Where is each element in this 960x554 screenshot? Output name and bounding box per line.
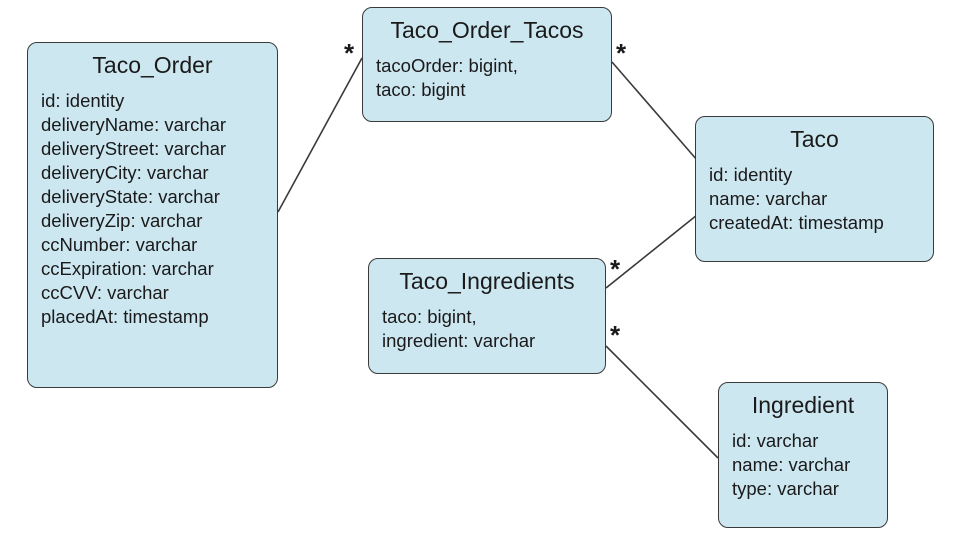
entity-title: Ingredient bbox=[751, 392, 855, 418]
entity-title: Taco_Order_Tacos bbox=[390, 17, 584, 43]
entity-field: deliveryCity: varchar bbox=[41, 162, 209, 183]
multiplicity-order-tacos-right: * bbox=[616, 38, 627, 68]
entity-field: deliveryName: varchar bbox=[41, 114, 227, 135]
link-taco-ingredients-to-ingredient bbox=[605, 345, 719, 459]
entity-field: deliveryState: varchar bbox=[41, 186, 220, 207]
entity-taco: Taco id: identity name: varchar createdA… bbox=[695, 116, 934, 262]
entity-field: taco: bigint, bbox=[382, 306, 477, 327]
entity-title: Taco_Order bbox=[92, 52, 213, 78]
entity-field: placedAt: timestamp bbox=[41, 306, 209, 327]
multiplicity-ingredients-bottom: * bbox=[610, 320, 621, 350]
entity-field: ccCVV: varchar bbox=[41, 282, 169, 303]
entity-taco-ingredients: Taco_Ingredients taco: bigint, ingredien… bbox=[368, 258, 606, 374]
link-taco-order-to-order-tacos bbox=[277, 57, 363, 213]
entity-field: ccNumber: varchar bbox=[41, 234, 198, 255]
entity-field: id: varchar bbox=[732, 430, 819, 451]
entity-field: taco: bigint bbox=[376, 79, 466, 100]
link-taco-ingredients-to-taco bbox=[605, 214, 698, 289]
entity-field: type: varchar bbox=[732, 478, 839, 499]
entity-field: id: identity bbox=[41, 90, 125, 111]
entity-field: deliveryZip: varchar bbox=[41, 210, 203, 231]
link-order-tacos-to-taco bbox=[611, 61, 698, 161]
entity-ingredient: Ingredient id: varchar name: varchar typ… bbox=[718, 382, 888, 528]
entity-field: ccExpiration: varchar bbox=[41, 258, 214, 279]
multiplicity-order-tacos-left: * bbox=[344, 38, 355, 68]
entity-field: ingredient: varchar bbox=[382, 330, 536, 351]
entity-title: Taco_Ingredients bbox=[399, 268, 575, 294]
entity-field: tacoOrder: bigint, bbox=[376, 55, 518, 76]
entity-field: name: varchar bbox=[709, 188, 828, 209]
multiplicity-ingredients-top: * bbox=[610, 254, 621, 284]
entity-field: name: varchar bbox=[732, 454, 851, 475]
entity-title: Taco bbox=[790, 126, 839, 152]
entity-taco-order-tacos: Taco_Order_Tacos tacoOrder: bigint, taco… bbox=[362, 7, 612, 122]
entity-field: createdAt: timestamp bbox=[709, 212, 884, 233]
entity-field: id: identity bbox=[709, 164, 793, 185]
entity-field: deliveryStreet: varchar bbox=[41, 138, 227, 159]
entity-taco-order: Taco_Order id: identity deliveryName: va… bbox=[27, 42, 278, 388]
